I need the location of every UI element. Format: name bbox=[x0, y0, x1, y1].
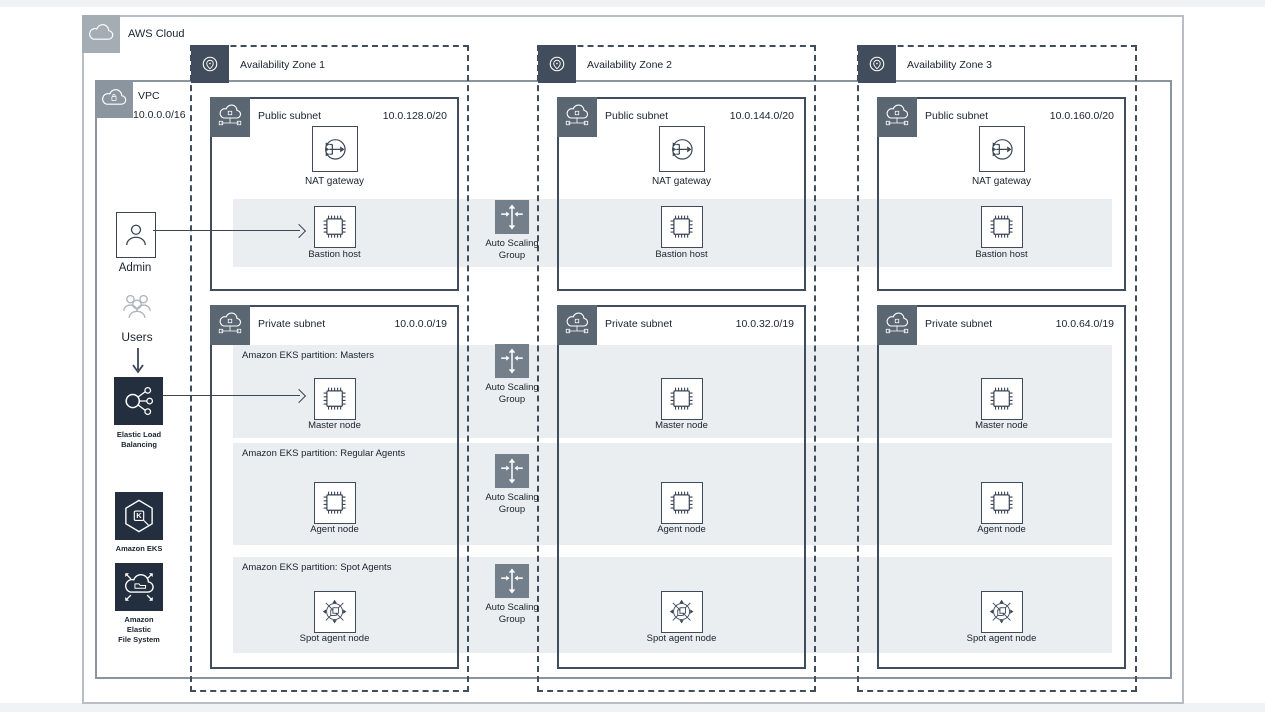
private-subnet-icon bbox=[557, 305, 597, 345]
public-subnet-label: Public subnet bbox=[925, 110, 989, 122]
private-subnet-label: Private subnet bbox=[605, 318, 673, 330]
nat-gateway-icon bbox=[312, 126, 358, 172]
auto-scaling-group-icon bbox=[495, 564, 529, 598]
spot-agent-node-icon bbox=[981, 591, 1023, 633]
private-subnet: Private subnet 10.0.0.0/19 Master node A… bbox=[210, 305, 459, 669]
private-subnet-icon bbox=[877, 305, 917, 345]
auto-scaling-group-label: Auto Scaling Group bbox=[485, 238, 539, 261]
partition-spot-label: Amazon EKS partition: Spot Agents bbox=[242, 562, 392, 573]
master-node-label: Master node bbox=[308, 420, 361, 431]
public-subnet: Public subnet 10.0.144.0/20 NAT gateway … bbox=[557, 97, 806, 291]
master-node-icon bbox=[981, 378, 1023, 420]
bastion-host-label: Bastion host bbox=[975, 249, 1028, 260]
master-node-icon bbox=[661, 378, 703, 420]
public-subnet-label: Public subnet bbox=[605, 110, 669, 122]
bastion-host-icon bbox=[314, 206, 356, 248]
public-subnet-icon bbox=[557, 97, 597, 137]
private-subnet-cidr: 10.0.0.0/19 bbox=[394, 318, 447, 330]
elb-to-master-arrow bbox=[163, 395, 300, 396]
auto-scaling-group-label: Auto Scaling Group bbox=[485, 602, 539, 625]
nat-gateway-label: NAT gateway bbox=[971, 176, 1032, 187]
nat-gateway-label: NAT gateway bbox=[651, 176, 712, 187]
auto-scaling-group-icon bbox=[495, 344, 529, 378]
bottom-edge-strip bbox=[0, 703, 1265, 712]
admin-to-bastion-arrow bbox=[153, 230, 300, 231]
agent-node-icon bbox=[314, 482, 356, 524]
users-label: Users bbox=[121, 330, 153, 344]
agent-node-label: Agent node bbox=[657, 524, 706, 535]
private-subnet-icon bbox=[210, 305, 250, 345]
admin-user-icon bbox=[116, 212, 156, 258]
public-subnet-cidr: 10.0.144.0/20 bbox=[729, 110, 794, 122]
availability-zone-icon bbox=[858, 45, 896, 83]
auto-scaling-group-icon bbox=[495, 200, 529, 234]
availability-zone-label: Availability Zone 1 bbox=[240, 59, 326, 71]
vpc-icon bbox=[95, 80, 133, 118]
agent-node-label: Agent node bbox=[977, 524, 1026, 535]
admin-label: Admin bbox=[118, 262, 152, 274]
spot-agent-node-label: Spot agent node bbox=[966, 633, 1037, 644]
private-subnet: Private subnet 10.0.64.0/19 Master node … bbox=[877, 305, 1126, 669]
nat-gateway-label: NAT gateway bbox=[304, 176, 365, 187]
elastic-load-balancing-icon bbox=[114, 377, 163, 425]
amazon-efs-icon bbox=[115, 563, 163, 611]
partition-masters-label: Amazon EKS partition: Masters bbox=[242, 350, 374, 361]
availability-zone-1: Availability Zone 1 Public subnet 10.0.1… bbox=[190, 45, 469, 692]
aws-cloud-container bbox=[82, 15, 1184, 704]
public-subnet-cidr: 10.0.128.0/20 bbox=[382, 110, 447, 122]
agent-node-icon bbox=[981, 482, 1023, 524]
spot-agent-node-icon bbox=[661, 591, 703, 633]
master-node-label: Master node bbox=[975, 420, 1028, 431]
users-to-elb-arrow bbox=[132, 348, 144, 375]
private-subnet-cidr: 10.0.32.0/19 bbox=[735, 318, 794, 330]
bastion-host-label: Bastion host bbox=[655, 249, 708, 260]
vpc-container bbox=[95, 80, 1172, 679]
bastion-host-icon bbox=[981, 206, 1023, 248]
aws-cloud-icon bbox=[82, 15, 120, 53]
availability-zone-icon bbox=[538, 45, 576, 83]
public-subnet-label: Public subnet bbox=[258, 110, 322, 122]
amazon-eks-icon bbox=[115, 492, 163, 540]
availability-zone-3: Availability Zone 3 Public subnet 10.0.1… bbox=[857, 45, 1137, 692]
public-subnet: Public subnet 10.0.128.0/20 NAT gateway … bbox=[210, 97, 459, 291]
nat-gateway-icon bbox=[659, 126, 705, 172]
private-subnet-label: Private subnet bbox=[258, 318, 326, 330]
spot-agent-node-label: Spot agent node bbox=[299, 633, 370, 644]
elastic-load-balancing-label: Elastic Load Balancing bbox=[116, 430, 162, 450]
spot-agent-node-label: Spot agent node bbox=[646, 633, 717, 644]
spot-agent-node-icon bbox=[314, 591, 356, 633]
agent-node-label: Agent node bbox=[310, 524, 359, 535]
public-subnet: Public subnet 10.0.160.0/20 NAT gateway … bbox=[877, 97, 1126, 291]
private-subnet-label: Private subnet bbox=[925, 318, 993, 330]
vpc-label: VPC bbox=[138, 90, 160, 102]
private-subnet: Private subnet 10.0.32.0/19 Master node … bbox=[557, 305, 806, 669]
availability-zone-label: Availability Zone 3 bbox=[907, 59, 993, 71]
auto-scaling-group-label: Auto Scaling Group bbox=[485, 492, 539, 515]
master-node-label: Master node bbox=[655, 420, 708, 431]
bastion-host-label: Bastion host bbox=[308, 249, 361, 260]
aws-cloud-label: AWS Cloud bbox=[128, 28, 185, 40]
master-node-icon bbox=[314, 378, 356, 420]
public-subnet-icon bbox=[210, 97, 250, 137]
amazon-eks-label: Amazon EKS bbox=[115, 544, 163, 553]
nat-gateway-icon bbox=[979, 126, 1025, 172]
partition-agents-label: Amazon EKS partition: Regular Agents bbox=[242, 448, 406, 459]
agent-node-icon bbox=[661, 482, 703, 524]
amazon-efs-label: Amazon Elastic File System bbox=[118, 615, 160, 645]
availability-zone-label: Availability Zone 2 bbox=[587, 59, 673, 71]
private-subnet-cidr: 10.0.64.0/19 bbox=[1055, 318, 1114, 330]
bastion-host-icon bbox=[661, 206, 703, 248]
vpc-cidr: 10.0.0.0/16 bbox=[133, 109, 186, 121]
availability-zone-2: Availability Zone 2 Public subnet 10.0.1… bbox=[537, 45, 816, 692]
auto-scaling-group-icon bbox=[495, 454, 529, 488]
top-edge-strip bbox=[0, 0, 1265, 7]
auto-scaling-group-label: Auto Scaling Group bbox=[485, 382, 539, 405]
public-subnet-icon bbox=[877, 97, 917, 137]
users-icon bbox=[117, 286, 157, 326]
availability-zone-icon bbox=[191, 45, 229, 83]
public-subnet-cidr: 10.0.160.0/20 bbox=[1049, 110, 1114, 122]
